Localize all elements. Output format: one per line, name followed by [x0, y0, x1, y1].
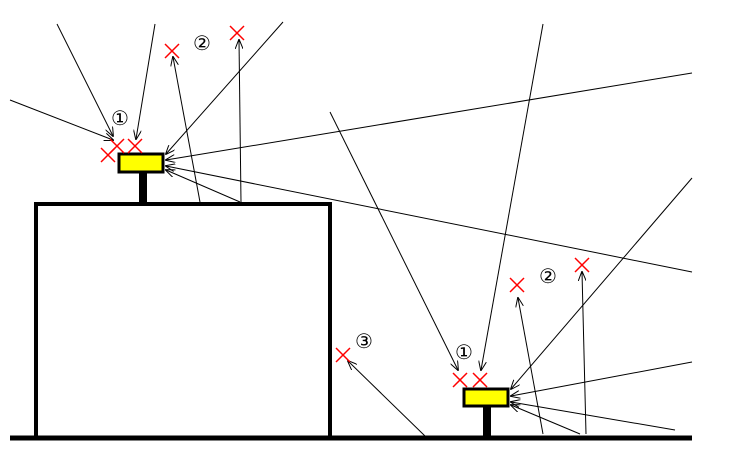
red-cross-icon — [164, 43, 180, 59]
red-cross-icon — [509, 277, 525, 293]
ground-rays — [329, 23, 693, 437]
label-ground-reflected: ② — [539, 264, 557, 288]
red-cross-icon — [109, 138, 125, 154]
ray — [582, 272, 587, 435]
roof-sensor — [117, 152, 165, 204]
ray — [239, 40, 241, 203]
sensor-unit-icon — [117, 152, 165, 174]
red-cross-icon — [127, 138, 143, 154]
label-ground-direct: ① — [455, 340, 473, 364]
ray — [511, 177, 693, 389]
ray — [166, 21, 284, 154]
label-roof-reflected: ② — [193, 31, 211, 55]
ray — [166, 170, 241, 203]
ray — [481, 23, 544, 370]
ray — [511, 402, 676, 431]
ray — [9, 99, 113, 140]
ray — [136, 23, 156, 139]
label-wall-reflected: ③ — [355, 329, 373, 353]
sensor-unit-icon — [462, 387, 510, 408]
red-cross-icon — [335, 347, 351, 363]
ray — [511, 405, 581, 435]
ray — [511, 361, 693, 396]
red-cross-icon — [472, 372, 488, 388]
roof-rays — [9, 21, 693, 273]
ray — [166, 166, 693, 273]
ray — [348, 361, 426, 437]
red-cross-icon — [229, 25, 245, 41]
ray — [518, 298, 544, 435]
ground-sensor — [462, 387, 510, 438]
ray — [166, 72, 693, 160]
ray — [56, 23, 113, 136]
red-cross-icon — [452, 372, 468, 388]
ray — [329, 111, 458, 370]
red-cross-icon — [574, 257, 590, 273]
building — [34, 202, 332, 440]
markers — [100, 25, 590, 388]
ray — [173, 57, 201, 203]
label-roof-direct: ① — [111, 106, 129, 130]
